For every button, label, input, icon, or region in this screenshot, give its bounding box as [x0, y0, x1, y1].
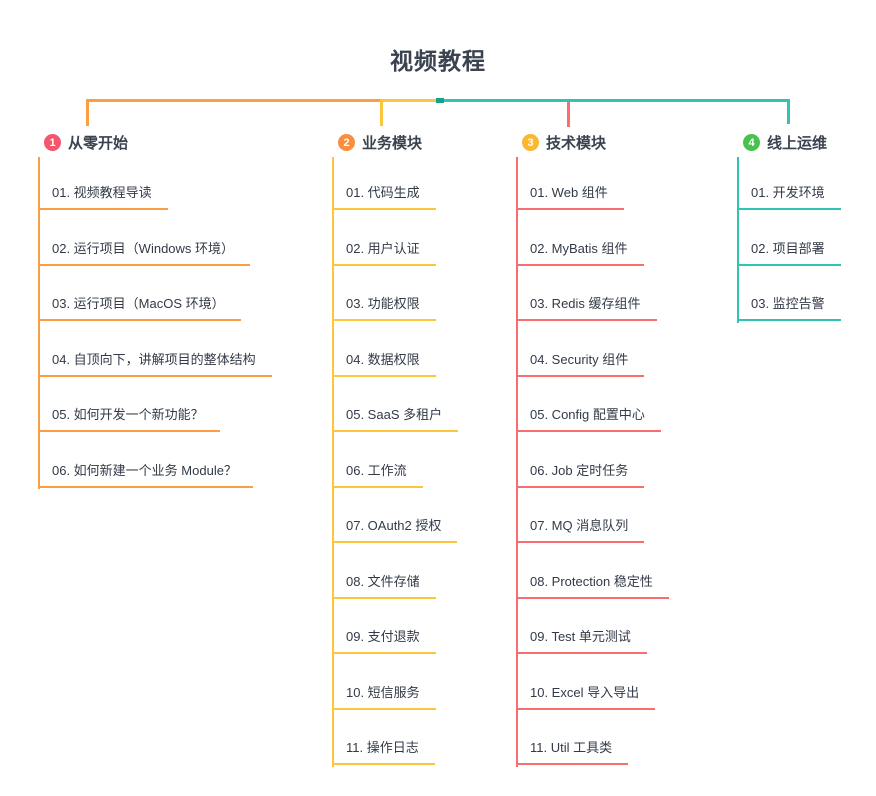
branch3-drop-line [567, 102, 570, 127]
list-item: 04. Security 组件 [516, 321, 645, 377]
list-item: 02. MyBatis 组件 [516, 210, 644, 266]
branch1-drop-line [86, 99, 89, 126]
list-item: 10. Excel 导入导出 [516, 654, 656, 710]
list-item: 01. 代码生成 [332, 155, 436, 210]
branch-number-badge: 3 [522, 134, 539, 151]
list-item: 07. OAuth2 授权 [332, 488, 458, 543]
list-item: 03. 监控告警 [737, 266, 841, 321]
branch-title: 从零开始 [68, 135, 129, 152]
branch2-drop-line [380, 99, 383, 126]
branch-title: 技术模块 [546, 135, 607, 152]
list-item: 10. 短信服务 [332, 654, 436, 710]
branch4-connector-line [438, 99, 790, 102]
list-item: 02. 项目部署 [737, 210, 841, 266]
list-item: 04. 自顶向下，讲解项目的整体结构 [38, 321, 272, 377]
list-item: 11. 操作日志 [332, 710, 435, 765]
branch-header: 1 从零开始 [44, 132, 128, 153]
list-item: 08. 文件存储 [332, 543, 436, 599]
branch-number-badge: 1 [44, 134, 61, 151]
branch-number-badge: 2 [338, 134, 355, 151]
list-item: 03. 功能权限 [332, 266, 436, 321]
list-item: 08. Protection 稳定性 [516, 543, 669, 599]
list-item: 01. 开发环境 [737, 155, 841, 210]
list-item: 03. Redis 缓存组件 [516, 266, 657, 321]
list-item: 09. 支付退款 [332, 599, 436, 654]
list-item: 05. SaaS 多租户 [332, 377, 459, 432]
list-item: 02. 用户认证 [332, 210, 436, 266]
list-item: 01. Web 组件 [516, 155, 624, 210]
branch1-connector-line [86, 99, 382, 102]
list-item: 06. 如何新建一个业务 Module？ [38, 432, 253, 488]
branch-spine-line [332, 157, 334, 767]
branch-spine-line [38, 157, 40, 489]
list-item: 05. Config 配置中心 [516, 377, 661, 432]
branch4-drop-line [787, 99, 790, 124]
branch-spine-line [516, 157, 518, 767]
root-topic-title: 视频教程 [390, 48, 486, 74]
list-item: 04. 数据权限 [332, 321, 436, 377]
branch-spine-line [737, 157, 739, 323]
list-item: 02. 运行项目（Windows 环境） [38, 210, 251, 266]
list-item: 06. Job 定时任务 [516, 432, 645, 488]
list-item: 05. 如何开发一个新功能？ [38, 377, 220, 432]
list-item: 09. Test 单元测试 [516, 599, 647, 654]
branch-header: 3 技术模块 [522, 132, 606, 153]
root-junction-marker [436, 98, 444, 103]
branch-header: 2 业务模块 [338, 132, 422, 153]
branch-title: 业务模块 [362, 135, 423, 152]
branch2-connector-line [381, 99, 438, 102]
list-item: 11. Util 工具类 [516, 710, 629, 765]
branch-header: 4 线上运维 [743, 132, 827, 153]
list-item: 07. MQ 消息队列 [516, 488, 645, 543]
branch-title: 线上运维 [767, 135, 828, 152]
list-item: 03. 运行项目（MacOS 环境） [38, 266, 241, 321]
branch-number-badge: 4 [743, 134, 760, 151]
list-item: 06. 工作流 [332, 432, 423, 488]
list-item: 01. 视频教程导读 [38, 155, 168, 210]
